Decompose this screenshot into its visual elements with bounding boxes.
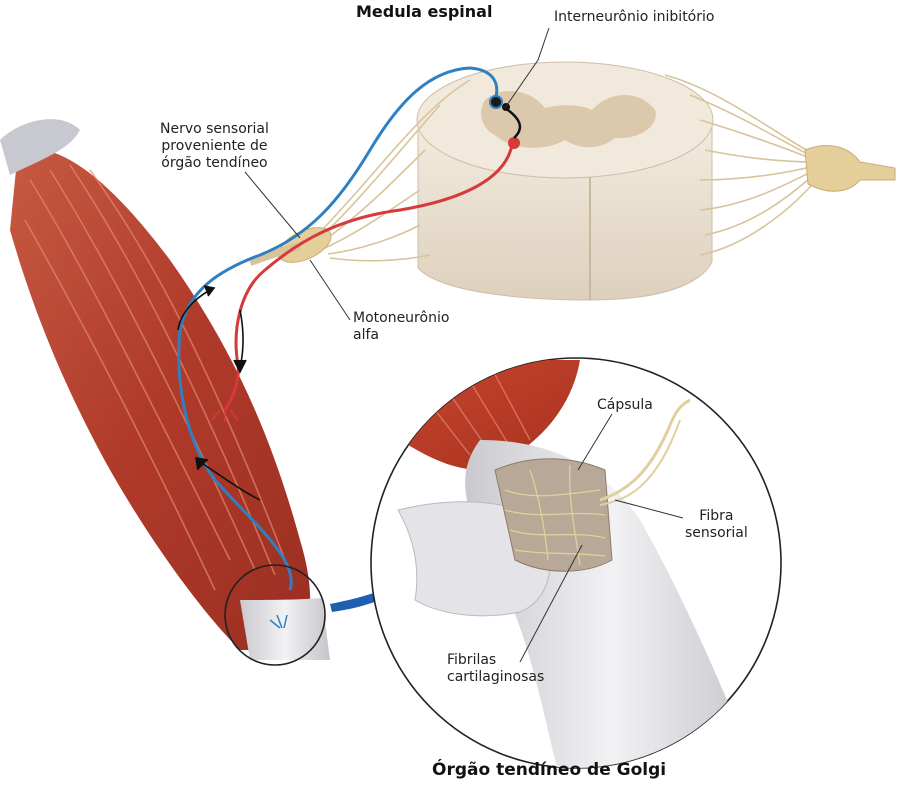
sensory-fiber-label-line1: Fibra <box>699 508 734 524</box>
golgi-zoom <box>370 357 782 769</box>
capsule-label: Cápsula <box>597 397 653 413</box>
motoneuron-label-line1: Motoneurônio <box>353 310 450 326</box>
fibrils-label-line1: Fibrilas <box>447 652 497 668</box>
sensory-nerve-label-line1: Nervo sensorial <box>160 121 269 137</box>
magnifier-circle <box>224 564 326 666</box>
sensory-fiber-label: Fibra sensorial <box>685 508 748 542</box>
golgi-organ-title: Órgão tendíneo de Golgi <box>432 760 667 780</box>
motoneuron-label-line2: alfa <box>353 327 379 343</box>
sensory-nerve-label-line3: órgão tendíneo <box>161 155 268 171</box>
sensory-pathway <box>177 66 503 629</box>
fibrils-label: Fibrilas cartilaginosas <box>447 652 544 686</box>
arrow-icon <box>177 285 261 501</box>
spinal-cord <box>248 61 896 301</box>
motoneuron-label: Motoneurônio alfa <box>353 310 449 344</box>
muscle <box>0 119 330 660</box>
sensory-fiber-label-line2: sensorial <box>685 525 748 541</box>
sensory-nerve-label: Nervo sensorial proveniente de órgão ten… <box>160 121 269 172</box>
spinal-cord-title: Medula espinal <box>356 2 493 21</box>
fibrils-label-line2: cartilaginosas <box>447 669 545 685</box>
pointer-lines <box>244 27 684 663</box>
zoom-arrow-icon <box>330 566 428 612</box>
sensory-nerve-label-line2: proveniente de <box>161 138 268 154</box>
interneuron-label: Interneurônio inibitório <box>554 9 715 25</box>
